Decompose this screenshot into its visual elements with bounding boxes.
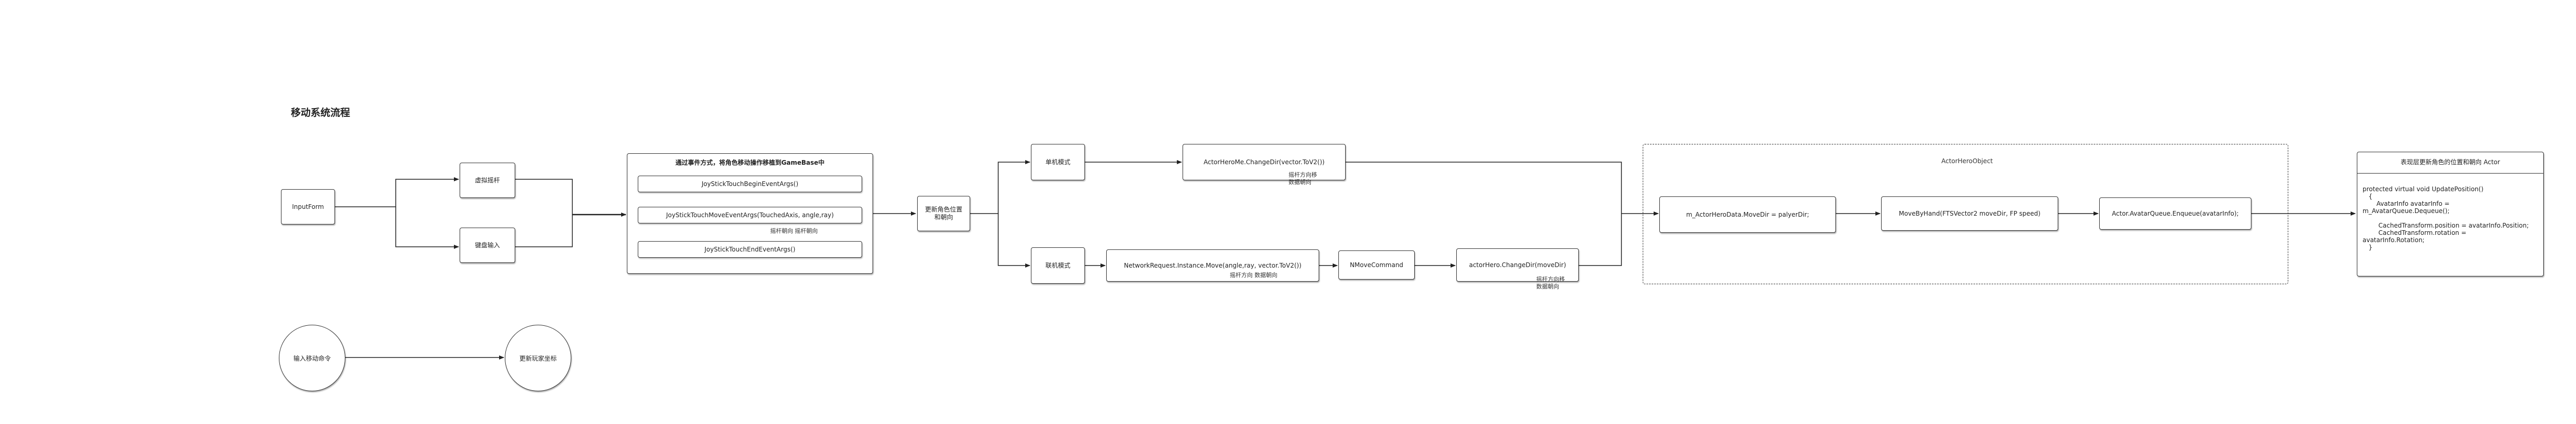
online-joystick-note: 摇杆方向 数据朝向 <box>1230 272 1278 279</box>
move-dir-label: m_ActorHeroData.MoveDir = palyerDir; <box>1686 210 1809 218</box>
avatar-enqueue-label: Actor.AvatarQueue.Enqueue(avatarInfo); <box>2112 209 2239 217</box>
actor-update-code: protected virtual void UpdatePosition() … <box>2363 186 2529 251</box>
move-by-hand-node: MoveByHand(FTSVector2 moveDir, FP speed) <box>1881 196 2058 231</box>
nmove-command-label: NMoveCommand <box>1350 261 1403 269</box>
event-begin-node: JoyStickTouchBeginEventArgs() <box>638 176 862 192</box>
update-position-label: 更新角色位置 和朝向 <box>924 206 962 221</box>
single-mode-node: 单机模式 <box>1031 144 1085 180</box>
single-data-note: 数据朝向 <box>1289 179 1311 186</box>
change-dir-single-label: ActorHeroMe.ChangeDir(vector.ToV2()) <box>1203 158 1325 166</box>
event-group-header: 通过事件方式，将角色移动操作移植到GameBase中 <box>675 159 825 166</box>
event-end-node: JoyStickTouchEndEventArgs() <box>638 241 862 258</box>
actor-hero-object-container <box>1643 144 2288 284</box>
avatar-enqueue-node: Actor.AvatarQueue.Enqueue(avatarInfo); <box>2099 197 2251 230</box>
inputform-node: InputForm <box>281 189 335 224</box>
input-move-command-node: 输入移动命令 <box>279 325 345 391</box>
keyboard-input-node: 键盘输入 <box>460 228 515 263</box>
actor-header-divider <box>2357 173 2543 174</box>
change-dir-online-node: actorHero.ChangeDir(moveDir) <box>1456 248 1579 282</box>
actor-update-box: 表现层更新角色的位置和朝向 Actor protected virtual vo… <box>2357 152 2544 276</box>
inputform-label: InputForm <box>292 203 324 210</box>
move-dir-node: m_ActorHeroData.MoveDir = palyerDir; <box>1659 196 1836 233</box>
update-player-coord-label: 更新玩家坐标 <box>519 354 557 362</box>
input-move-command-label: 输入移动命令 <box>293 354 331 362</box>
event-begin-label: JoyStickTouchBeginEventArgs() <box>701 180 799 188</box>
virtual-joystick-node: 虚拟摇杆 <box>460 163 515 198</box>
page-title: 移动系统流程 <box>291 107 351 118</box>
change-dir-online-label: actorHero.ChangeDir(moveDir) <box>1469 261 1566 269</box>
single-joystick-note: 摇杆方向移 <box>1289 171 1317 178</box>
event-move-node: JoyStickTouchMoveEventArgs(TouchedAxis, … <box>638 207 862 223</box>
keyboard-input-label: 键盘输入 <box>475 241 500 249</box>
update-position-node: 更新角色位置 和朝向 <box>917 196 970 231</box>
update-player-coord-node: 更新玩家坐标 <box>505 325 571 391</box>
move-by-hand-label: MoveByHand(FTSVector2 moveDir, FP speed) <box>1899 209 2041 217</box>
virtual-joystick-label: 虚拟摇杆 <box>475 176 500 184</box>
event-move-note: 摇杆朝向 摇杆朝向 <box>770 228 818 234</box>
change-dir-single-node: ActorHeroMe.ChangeDir(vector.ToV2()) <box>1183 144 1346 180</box>
nmove-command-node: NMoveCommand <box>1338 250 1415 280</box>
actor-hero-object-label: ActorHeroObject <box>1941 157 1993 165</box>
network-request-node: NetworkRequest.Instance.Move(angle,ray, … <box>1106 249 1319 282</box>
online-mode-label: 联机模式 <box>1045 261 1070 269</box>
online-data-note: 数据朝向 <box>1536 283 1559 290</box>
event-move-label: JoyStickTouchMoveEventArgs(TouchedAxis, … <box>666 211 834 219</box>
online-joystick-note-2: 摇杆方向移 <box>1536 276 1565 283</box>
single-mode-label: 单机模式 <box>1045 158 1070 166</box>
event-group: 通过事件方式，将角色移动操作移植到GameBase中 JoyStickTouch… <box>627 153 873 274</box>
actor-update-header: 表现层更新角色的位置和朝向 Actor <box>2400 158 2500 166</box>
network-request-label: NetworkRequest.Instance.Move(angle,ray, … <box>1124 261 1302 269</box>
event-end-label: JoyStickTouchEndEventArgs() <box>704 246 796 253</box>
online-mode-node: 联机模式 <box>1031 247 1085 284</box>
